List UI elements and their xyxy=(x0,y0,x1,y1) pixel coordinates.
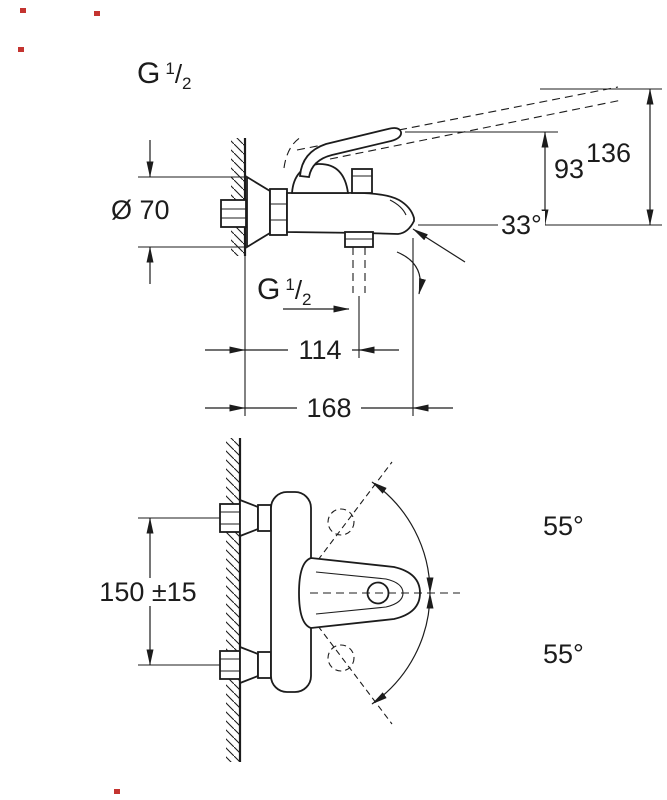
faucet-body xyxy=(286,191,415,235)
plan-view xyxy=(138,438,460,762)
thread-slash: / xyxy=(174,59,183,89)
red-mark xyxy=(20,8,26,13)
diameter-label: Ø 70 xyxy=(108,196,173,224)
red-mark xyxy=(114,789,120,794)
depth-168-label: 168 xyxy=(297,394,361,422)
height-93-label: 93 xyxy=(551,155,588,183)
lever-handle xyxy=(299,127,402,178)
inlet-connection-top xyxy=(219,498,272,538)
swivel-line-upper xyxy=(317,461,393,561)
angle-55-upper-arc xyxy=(371,481,434,594)
thread-prefix: G xyxy=(257,273,281,306)
thread-numerator: 1 xyxy=(165,59,175,78)
thread-denominator: 2 xyxy=(182,74,192,93)
angle-33-leader xyxy=(412,228,466,263)
inlet-distance-label: 150 ±15 xyxy=(86,578,210,606)
thread-slash: / xyxy=(294,275,303,305)
thread-prefix: G xyxy=(137,57,161,90)
wall-hatch xyxy=(231,138,245,256)
red-mark xyxy=(18,47,24,52)
height-136-label: 136 xyxy=(583,139,635,167)
thread-denominator: 2 xyxy=(302,290,312,309)
shower-outlet xyxy=(344,231,374,248)
escutcheon xyxy=(246,175,271,249)
swivel-angle-lower-label: 55° xyxy=(540,640,587,668)
union-nut xyxy=(269,188,288,236)
hose-dashed-lines xyxy=(352,247,366,293)
swivel-position-circles xyxy=(317,461,393,725)
side-view xyxy=(138,86,662,416)
spout-swivel-arc xyxy=(396,251,426,295)
wall-hatch-plan xyxy=(226,438,240,762)
depth-114-label: 114 xyxy=(288,336,352,364)
diverter-knob xyxy=(351,168,373,194)
angle-55-lower-arc xyxy=(371,592,434,705)
swivel-angle-upper-label: 55° xyxy=(540,512,587,540)
inlet-connection-bottom xyxy=(219,645,272,685)
wall-union xyxy=(220,175,288,249)
thread-numerator: 1 xyxy=(285,275,295,294)
red-mark xyxy=(94,11,100,16)
swivel-line-lower xyxy=(317,625,393,725)
dimension-lines xyxy=(146,88,654,412)
spout-angle-label: 33° xyxy=(498,211,545,239)
spout-contour xyxy=(389,199,407,216)
